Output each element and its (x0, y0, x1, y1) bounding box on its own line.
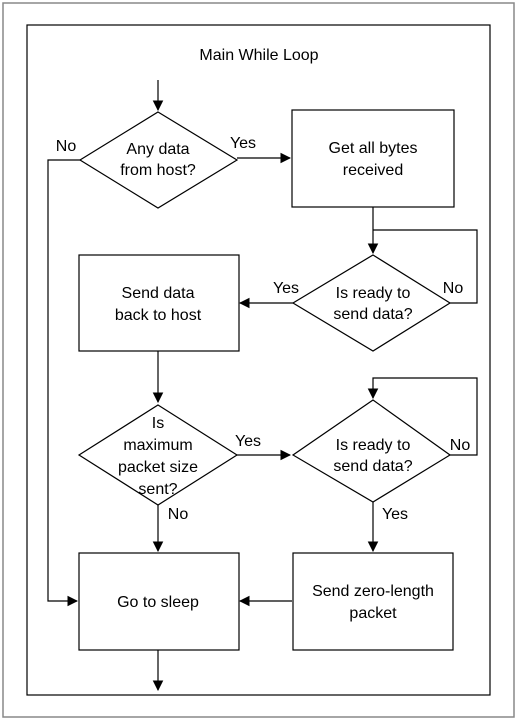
process-get-bytes (291, 109, 455, 208)
arrow-no-any-data (47, 159, 80, 607)
process-send-back (78, 254, 240, 352)
process-zero-length (292, 552, 454, 651)
label-no-ready1: No (443, 280, 464, 297)
decision-ready2 (291, 399, 452, 503)
decision-ready1-line1: Is ready to (336, 285, 411, 302)
decision-ready1 (291, 254, 452, 352)
arrow-no-ready2-loop (367, 377, 478, 456)
inner-border (26, 24, 491, 696)
label-yes-ready1: Yes (273, 280, 299, 297)
process-send-back-line1: Send data (122, 285, 195, 302)
process-zero-length-line1: Send zero-length (312, 583, 434, 600)
decision-max-packet-line4: sent? (138, 481, 177, 498)
decision-any-data-line1: Any data (126, 141, 189, 158)
decision-max-packet-line3: packet size (118, 459, 198, 476)
decision-max-packet (77, 404, 239, 506)
process-send-back-line2: back to host (115, 307, 202, 324)
decision-max-packet-line1: Is (152, 415, 164, 432)
decision-ready2-line1: Is ready to (336, 437, 411, 454)
process-sleep (78, 552, 240, 651)
decision-any-data (78, 111, 239, 209)
process-zero-length-line2: packet (349, 605, 397, 622)
decision-max-packet-line2: maximum (123, 437, 192, 454)
decision-any-data-line2: from host? (120, 162, 196, 179)
label-no-any-data: No (56, 138, 77, 155)
diagram-title: Main While Loop (199, 47, 318, 64)
process-get-bytes-line1: Get all bytes (329, 140, 418, 157)
label-no-ready2: No (450, 437, 471, 454)
label-no-max-packet: No (168, 506, 189, 523)
label-yes-any-data: Yes (230, 135, 256, 152)
arrow-no-ready1-loop (373, 229, 478, 304)
decision-ready2-line2: send data? (333, 458, 412, 475)
label-yes-max-packet: Yes (235, 433, 261, 450)
label-yes-ready2: Yes (382, 506, 408, 523)
process-get-bytes-line2: received (343, 162, 403, 179)
process-sleep-line1: Go to sleep (117, 594, 199, 611)
decision-ready1-line2: send data? (333, 306, 412, 323)
